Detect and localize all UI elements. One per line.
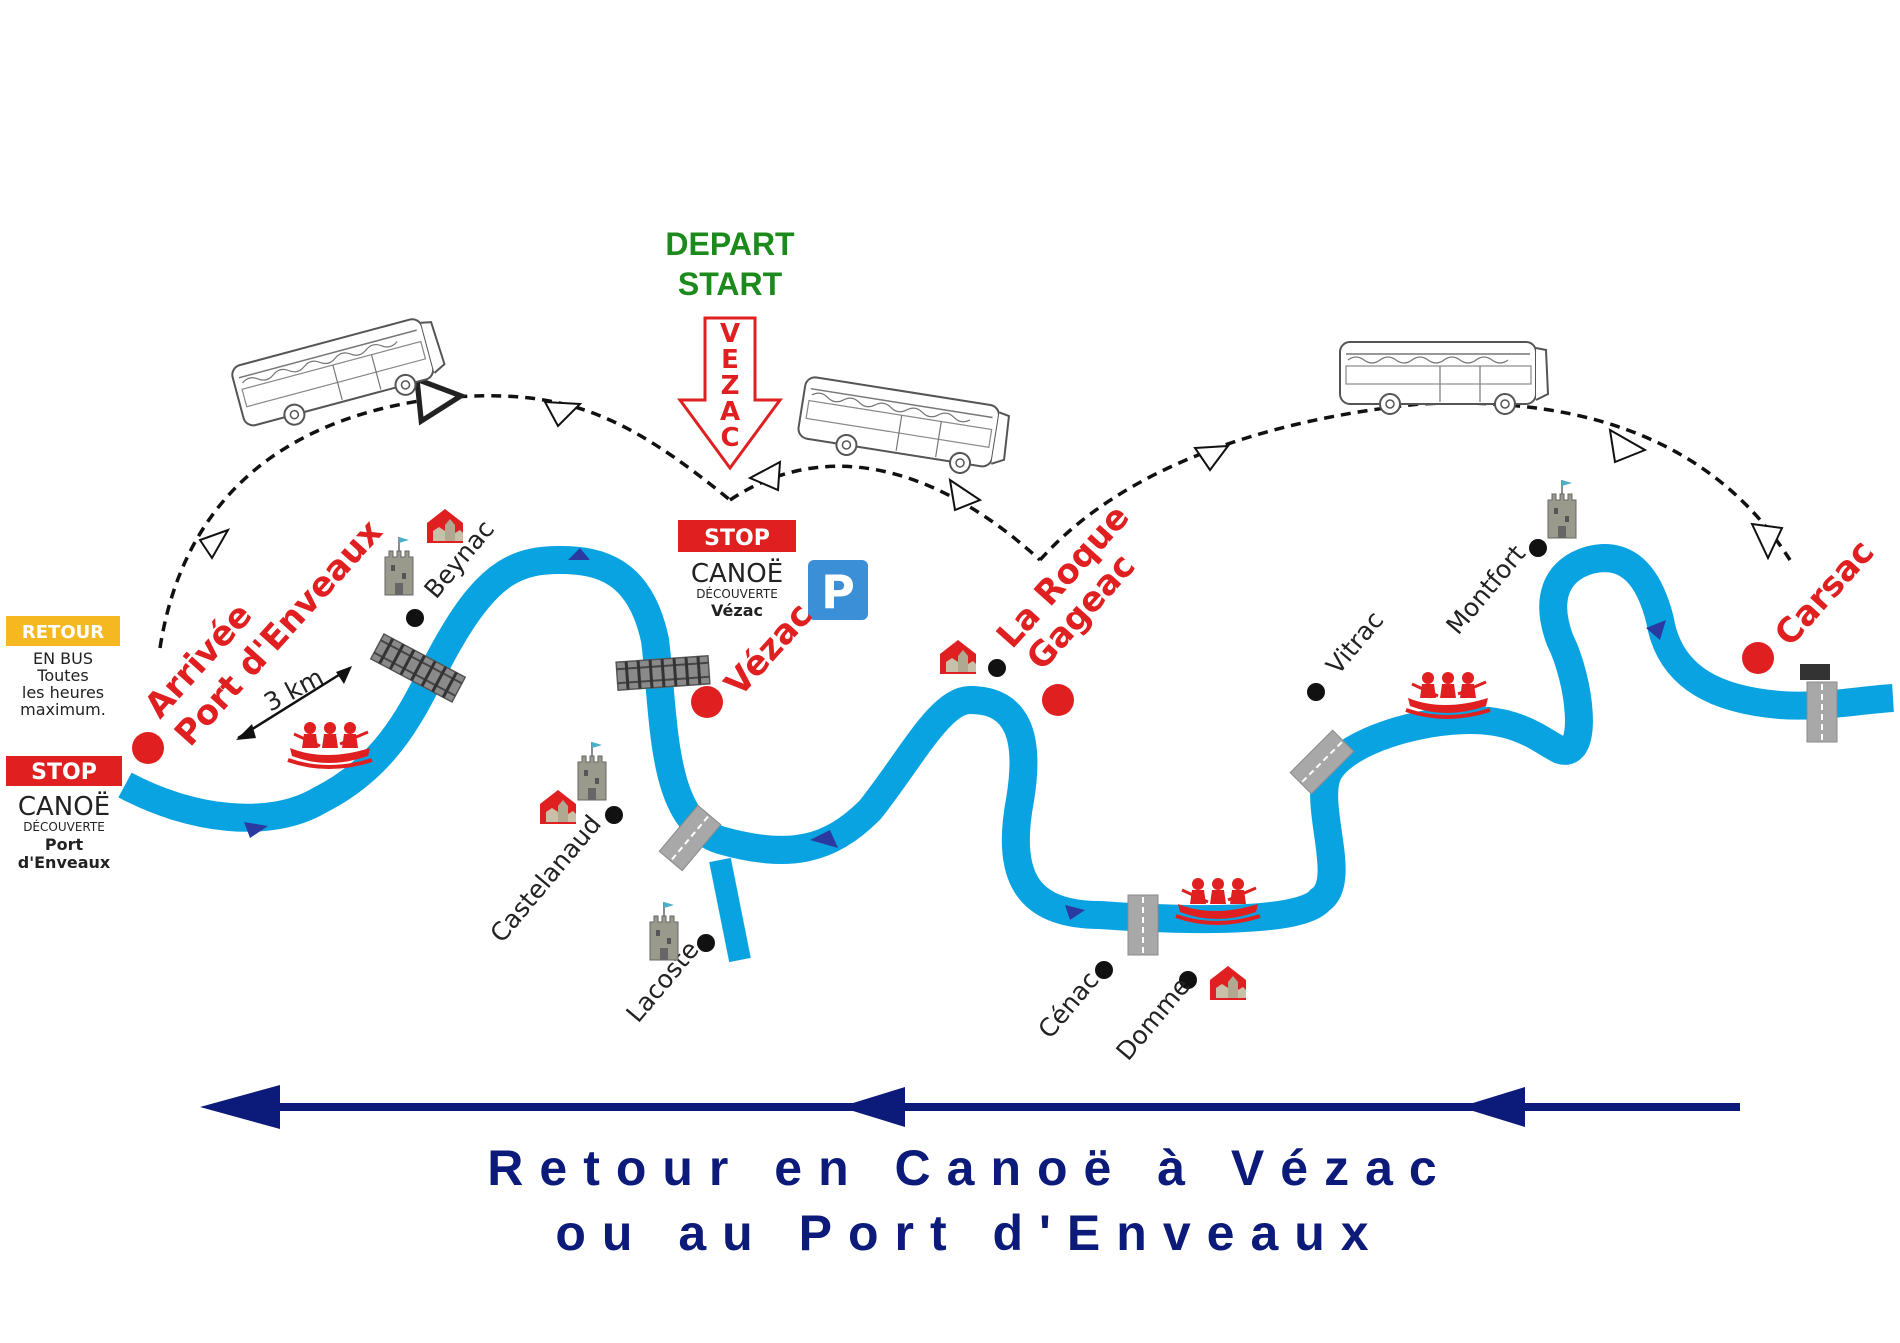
- arrow-letter: C: [720, 423, 739, 453]
- bus-icon: [229, 312, 451, 439]
- town-cenac: Cénac: [1032, 966, 1104, 1044]
- stop-vezac-block: STOP CANOË DÉCOUVERTE Vézac P: [678, 520, 868, 620]
- village-icon: [427, 509, 463, 543]
- town-montfort: Montfort: [1440, 539, 1531, 640]
- footer-line2: ou au Port d'Enveaux: [555, 1205, 1384, 1261]
- stop-dot: [691, 686, 723, 718]
- bus-icon: [1339, 341, 1549, 415]
- stop-dot: [1042, 684, 1074, 716]
- route-arrow-icon: [1193, 444, 1231, 472]
- carsac-label: Carsac: [1767, 532, 1882, 654]
- retour-line: EN BUS: [33, 649, 93, 668]
- canoe-label: CANOË: [18, 790, 110, 822]
- bridge-icon: [1806, 681, 1838, 743]
- footer-line1: Retour en Canoë à Vézac: [487, 1140, 1452, 1196]
- stop-place-label: Vézac: [711, 601, 763, 620]
- flow-arrow-icon: [810, 830, 838, 848]
- bridge-icon: [1127, 894, 1159, 956]
- village-icon: [540, 790, 576, 824]
- bus-icon: [794, 374, 1014, 481]
- railway-bridge-icon: [614, 654, 712, 692]
- arrow-letter: V: [720, 319, 740, 349]
- parking-letter: P: [821, 565, 855, 619]
- town-dot: [406, 609, 424, 627]
- castle-icon: [384, 536, 414, 596]
- decouverte-label: DÉCOUVERTE: [696, 586, 778, 601]
- canoe-label: CANOË: [691, 557, 783, 589]
- arrow-letter: E: [721, 345, 739, 375]
- stop-label: STOP: [704, 526, 770, 551]
- town-dot: [1179, 971, 1197, 989]
- town-dot: [988, 659, 1006, 677]
- town-dot: [1529, 539, 1547, 557]
- river-main: [118, 544, 1894, 934]
- bridge-end-marker: [1800, 664, 1830, 680]
- stop-place-label: d'Enveaux: [18, 853, 111, 872]
- retour-line: les heures: [22, 683, 104, 702]
- stop-port-block: STOP CANOË DÉCOUVERTE Port d'Enveaux: [6, 756, 122, 872]
- town-dot: [605, 806, 623, 824]
- departure-arrow-icon: [677, 316, 783, 471]
- route-arrow-icon: [948, 477, 983, 512]
- castle-icon: [649, 901, 679, 961]
- town-vitrac: Vitrac: [1320, 606, 1389, 680]
- parking-icon: [808, 560, 868, 620]
- town-castelnaud: Castelanaud: [484, 810, 607, 948]
- castle-icon: [577, 741, 607, 801]
- decouverte-label: DÉCOUVERTE: [23, 819, 105, 834]
- town-dot: [1095, 961, 1113, 979]
- distance-arrow-icon: [237, 666, 351, 740]
- dordogne-river: [118, 544, 1894, 963]
- route-arrow-icon: [1750, 522, 1784, 561]
- town-domme: Domme: [1110, 972, 1196, 1066]
- arrow-letter: Z: [721, 371, 740, 401]
- arrow-letter: A: [720, 397, 740, 427]
- village-icon: [940, 640, 976, 674]
- town-dot: [1307, 683, 1325, 701]
- route-arrow-icon: [543, 400, 583, 428]
- retour-line: maximum.: [20, 700, 106, 719]
- stop-dot: [1742, 642, 1774, 674]
- village-icon: [1210, 966, 1246, 1000]
- retour-info-block: RETOUR EN BUS Toutes les heures maximum.: [6, 616, 120, 719]
- arrowhead-icon: [236, 724, 256, 740]
- canoe-return-arrow: [200, 1085, 1740, 1129]
- departure-label: DEPART: [665, 226, 795, 262]
- route-arrow-icon: [1608, 428, 1648, 464]
- route-arrow-icon: [198, 528, 231, 560]
- stop-place-label: Port: [45, 835, 84, 854]
- flow-arrow-icon: [1065, 905, 1085, 920]
- retour-title: RETOUR: [22, 622, 104, 643]
- arrowhead-icon: [336, 666, 352, 684]
- flow-arrow-icon: [568, 548, 590, 560]
- stop-dot: [132, 732, 164, 764]
- start-label: START: [678, 266, 783, 302]
- retour-line: Toutes: [36, 666, 88, 685]
- flow-arrow-icon: [1646, 620, 1666, 640]
- town-dot: [697, 934, 715, 952]
- flow-arrow-icon: [244, 822, 268, 838]
- river-tributary: [709, 857, 751, 963]
- route-arrow-icon: [747, 460, 782, 492]
- stop-label: STOP: [31, 760, 97, 785]
- castle-icon: [1547, 479, 1577, 539]
